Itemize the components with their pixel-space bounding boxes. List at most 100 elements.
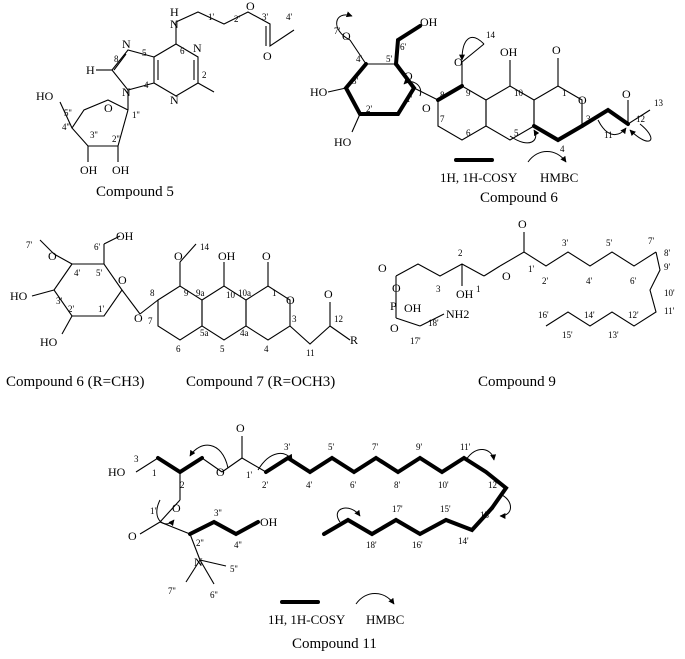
atom-OH: OH xyxy=(500,45,518,59)
locant: 9' xyxy=(416,442,423,452)
locant: 16' xyxy=(412,540,423,550)
compound-11-structure: O HO O O N OH O 1 2 3 1' 2' 3' 4' 5' 6' … xyxy=(108,421,511,652)
carbonyl-bond xyxy=(139,521,161,535)
atom-OH: OH xyxy=(420,15,438,29)
locant: 4'' xyxy=(62,122,70,132)
locant: 11 xyxy=(306,348,315,358)
locant: 12' xyxy=(488,480,499,490)
locant: 12' xyxy=(628,310,639,320)
cosy-acyl xyxy=(264,455,509,510)
cosy-glycerol xyxy=(156,456,204,475)
glycosidic-bond xyxy=(139,299,159,315)
atom-H: H xyxy=(170,5,179,19)
locant: 6 xyxy=(180,46,185,56)
atom-O: O xyxy=(286,293,295,307)
locant: 15' xyxy=(562,330,573,340)
glycosidic-bond xyxy=(413,87,439,101)
atom-O: O xyxy=(263,49,272,63)
oh-bond xyxy=(31,289,55,297)
oh-bond xyxy=(351,113,361,133)
atom-O: O xyxy=(552,43,561,57)
atom-O: O xyxy=(390,321,399,335)
atom-N: N xyxy=(170,17,179,31)
atom-H: H xyxy=(86,63,95,77)
locant: 4' xyxy=(586,276,593,286)
hmbc-arrow xyxy=(459,37,485,61)
atom-O: O xyxy=(578,93,587,107)
locant: 6' xyxy=(400,42,407,52)
locant: 3 xyxy=(134,454,139,464)
locant: 9 xyxy=(184,288,189,298)
locant: 12 xyxy=(334,314,343,324)
locant: 1' xyxy=(528,264,535,274)
n-methyl xyxy=(185,559,201,583)
hmbc-arrow xyxy=(499,493,511,519)
locant: 5 xyxy=(220,344,225,354)
ome-bond xyxy=(53,253,73,265)
compound-6-7-structure: OH O HO HO O O O OH O O O R 7' 6' 4' 5' … xyxy=(6,229,358,390)
cosy-side xyxy=(532,124,584,143)
locant: 6' xyxy=(94,242,101,252)
caption-compound-9: Compound 9 xyxy=(478,374,556,390)
acyl-chain-tail xyxy=(545,251,661,327)
locant: 10' xyxy=(664,288,675,298)
atom-O: O xyxy=(48,249,57,263)
compound-9-structure: O O P O OH O O OH NH2 1 2 3 1' 2' 3' 4' … xyxy=(378,217,675,390)
locant: 5' xyxy=(386,54,393,64)
oh-bond xyxy=(327,87,347,93)
ome-bond xyxy=(461,43,485,63)
locant: 1 xyxy=(272,288,277,298)
ester-bond xyxy=(221,457,243,473)
locant: 5' xyxy=(328,442,335,452)
atom-O: O xyxy=(324,287,333,301)
atom-O: O xyxy=(246,0,255,13)
locant: 2' xyxy=(68,304,75,314)
locant: 10 xyxy=(514,88,524,98)
atom-O: O xyxy=(502,269,511,283)
atom-NH2: NH2 xyxy=(446,307,469,321)
locant: 7 xyxy=(148,316,153,326)
locant: 14 xyxy=(200,242,210,252)
n-methyl xyxy=(199,559,227,567)
atom-N: N xyxy=(122,37,131,51)
locant: 3' xyxy=(352,76,359,86)
atom-P: P xyxy=(390,299,397,313)
locant: 3 xyxy=(586,114,591,124)
locant: 5' xyxy=(606,238,613,248)
atom-O: O xyxy=(118,273,127,287)
locant: 3'' xyxy=(214,508,222,518)
locant: 6'' xyxy=(210,590,218,600)
locant: 10 xyxy=(226,290,236,300)
atom-O: O xyxy=(422,101,431,115)
atom-OH: OH xyxy=(404,301,422,315)
locant: 4a xyxy=(240,328,249,338)
locant: 9 xyxy=(466,88,471,98)
locant: 7' xyxy=(372,442,379,452)
locant: 1' xyxy=(246,470,253,480)
locant: 3'' xyxy=(90,130,98,140)
caption-compound-6-r: Compound 6 (R=CH3) xyxy=(6,374,144,390)
caption-compound-6: Compound 6 xyxy=(480,190,558,206)
locant: 2' xyxy=(234,14,241,24)
locant: 10' xyxy=(438,480,449,490)
hmbc-arrow xyxy=(403,78,422,97)
atom-O: O xyxy=(174,249,183,263)
locant: 8 xyxy=(114,54,119,64)
locant: 4' xyxy=(74,268,81,278)
atom-N: N xyxy=(170,93,179,107)
glycerol-backbone xyxy=(395,263,485,277)
locant: 1' xyxy=(406,94,413,104)
locant: 1 xyxy=(152,468,157,478)
locant: 11' xyxy=(664,306,675,316)
n-bond xyxy=(189,533,201,561)
locant: 2' xyxy=(542,276,549,286)
atom-O: O xyxy=(342,29,351,43)
atom-OH: OH xyxy=(112,163,130,177)
hmbc-arrow xyxy=(509,129,540,144)
locant: 5 xyxy=(142,48,147,58)
atom-O: O xyxy=(172,501,181,515)
ester-bond xyxy=(483,265,501,277)
atom-O: O xyxy=(262,249,271,263)
atom-OH: OH xyxy=(456,287,474,301)
atom-HO: HO xyxy=(334,135,352,149)
